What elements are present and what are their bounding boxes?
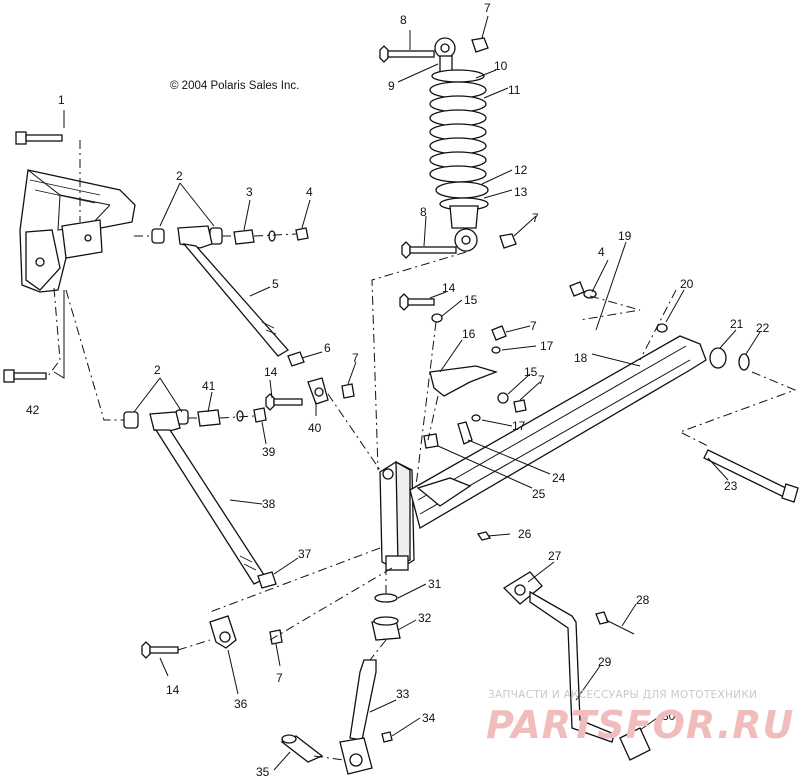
callout-9: 9 (388, 79, 395, 93)
ball-joint-36 (141, 615, 283, 659)
callout-11: 11 (508, 83, 521, 97)
callout-20: 20 (680, 277, 694, 291)
callout-16: 16 (462, 327, 476, 341)
callout-42: 42 (26, 403, 40, 417)
copyright-text: © 2004 Polaris Sales Inc. (170, 80, 299, 92)
callout-39: 39 (262, 445, 276, 459)
shock-spring (429, 81, 487, 183)
callout-6: 6 (324, 341, 331, 355)
washers-19-20 (569, 281, 668, 333)
callout-30: 30 (662, 709, 676, 723)
callout-36: 36 (234, 697, 248, 711)
callout-8-top: 8 (400, 13, 407, 27)
ski-spindle-33 (280, 659, 393, 775)
callout-35: 35 (256, 765, 270, 779)
callout-23: 23 (724, 479, 738, 493)
callout-28: 28 (636, 593, 650, 607)
bolt-23 (703, 449, 799, 503)
lower-control-arm (123, 407, 277, 589)
callout-8-bottom: 8 (420, 205, 427, 219)
callout-24: 24 (552, 471, 566, 485)
bolt-14-middle (265, 377, 355, 411)
callout-38: 38 (262, 497, 276, 511)
callout-21: 21 (730, 317, 744, 331)
callout-13: 13 (514, 185, 528, 199)
bolt-1 (15, 131, 63, 145)
upper-control-arm (151, 225, 309, 367)
callout-14-lower: 14 (166, 683, 180, 697)
callout-3: 3 (246, 185, 253, 199)
callout-17-lower: 17 (512, 419, 526, 433)
callout-40: 40 (308, 421, 322, 435)
assembly-lines (47, 140, 797, 761)
callout-12: 12 (514, 163, 528, 177)
callout-2-upper: 2 (176, 169, 183, 183)
callout-33: 33 (396, 687, 410, 701)
trailing-arm (409, 335, 707, 529)
frame-bracket (19, 169, 136, 293)
shock-absorber (379, 37, 517, 259)
screw-26 (476, 531, 492, 541)
callout-17-upper: 17 (540, 339, 554, 353)
bracket-16-assembly (399, 293, 527, 449)
callout-31: 31 (428, 577, 442, 591)
callout-34: 34 (422, 711, 436, 725)
callout-7-arm: 7 (352, 351, 359, 365)
callout-numbers: 1 2 2 3 4 4 5 6 7 7 7 7 7 7 8 8 9 10 11 … (26, 1, 770, 779)
steering-lever-assembly (502, 571, 651, 761)
callout-4-right: 4 (598, 245, 605, 259)
callout-22: 22 (756, 321, 770, 335)
watermark: ЗАПЧАСТИ И АКСЕССУАРЫ ДЛЯ МОТОТЕХНИКИ PA… (486, 689, 794, 747)
callout-7-bracket: 7 (530, 319, 537, 333)
bushings-31-32 (371, 593, 401, 641)
callout-1: 1 (58, 93, 65, 107)
watermark-logo: PARTSFOR.RU (486, 703, 794, 747)
callout-14-upper: 14 (442, 281, 456, 295)
callout-37: 37 (298, 547, 312, 561)
callout-29: 29 (598, 655, 612, 669)
callout-7-washer: 7 (538, 373, 545, 387)
callout-2-lower: 2 (154, 363, 161, 377)
callout-5: 5 (272, 277, 279, 291)
watermark-subtitle: ЗАПЧАСТИ И АКСЕССУАРЫ ДЛЯ МОТОТЕХНИКИ (488, 689, 757, 701)
callout-7-top: 7 (484, 1, 491, 15)
callout-15-lower: 15 (524, 365, 538, 379)
callout-7-lower: 7 (276, 671, 283, 685)
callout-27: 27 (548, 549, 562, 563)
callout-18: 18 (574, 351, 588, 365)
spindle-assembly (379, 460, 415, 571)
leader-lines (53, 15, 761, 771)
callout-32: 32 (418, 611, 432, 625)
callout-25: 25 (532, 487, 546, 501)
callout-7-shock-bottom: 7 (532, 211, 539, 225)
callout-14-middle: 14 (264, 365, 278, 379)
callout-19: 19 (618, 229, 632, 243)
callout-10: 10 (494, 59, 508, 73)
callout-15-upper: 15 (464, 293, 478, 307)
callout-41: 41 (202, 379, 216, 393)
trailing-arm-bushing (709, 347, 750, 371)
callout-4-left: 4 (306, 185, 313, 199)
callout-26: 26 (518, 527, 532, 541)
bolt-42 (3, 369, 47, 383)
